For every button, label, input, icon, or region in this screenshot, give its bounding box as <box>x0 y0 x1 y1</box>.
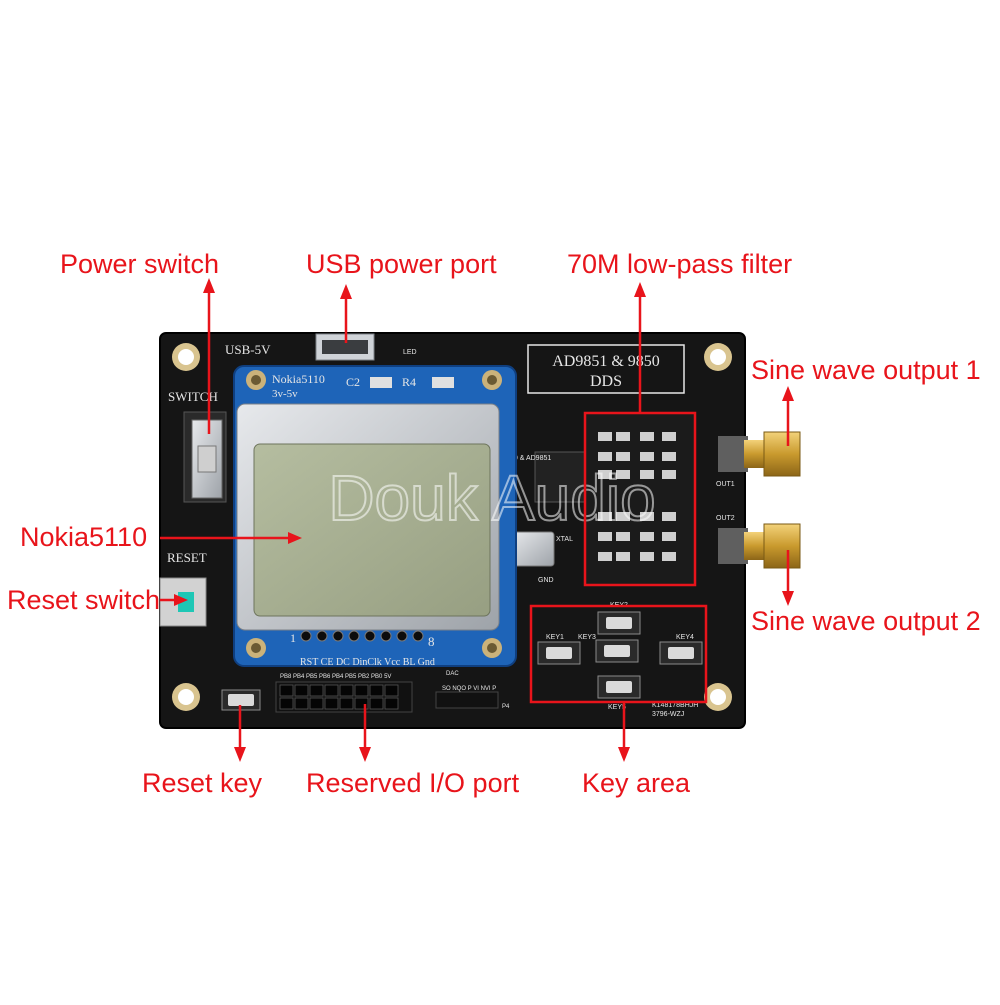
key-area-label: Key area <box>582 768 691 798</box>
reserved-io-header: PB8 PB4 PB5 PB6 PB4 PB5 PB2 PB0 5V SO NQ… <box>275 671 510 713</box>
mounting-holes <box>172 343 732 711</box>
lowpass-filter-box <box>583 411 697 587</box>
svg-text:AD9851 & 9850: AD9851 & 9850 <box>552 353 660 370</box>
nokia-lcd-module: Nokia5110 3v-5v C2 R4 1 8 RST CE DC DinC… <box>233 365 517 668</box>
sma-output-2: OUT2 <box>716 515 801 569</box>
svg-text:OUT2: OUT2 <box>716 515 735 522</box>
callout-arrows <box>160 278 794 762</box>
dds-chip: 50 & AD9851 <box>510 451 586 503</box>
svg-text:OUT1: OUT1 <box>716 481 735 488</box>
nokia5110-label: Nokia5110 <box>20 522 148 552</box>
reset-switch-label: Reset switch <box>7 585 161 615</box>
svg-text:SO NQO P VI NVI P: SO NQO P VI NVI P <box>442 686 496 692</box>
svg-text:8: 8 <box>428 634 435 649</box>
sma-output-1: OUT1 <box>716 431 801 488</box>
switch-silkscreen: SWITCH <box>168 389 218 404</box>
svg-text:DAC: DAC <box>446 671 459 677</box>
svg-text:DDS: DDS <box>590 373 622 390</box>
sine-output-1-label: Sine wave output 1 <box>751 355 981 385</box>
watermark: Douk Audio <box>328 462 655 534</box>
svg-text:R4: R4 <box>402 375 416 389</box>
key-area-box <box>529 604 708 704</box>
svg-text:PB8 PB4 PB5 PB6 PB4 PB5 PB2 PB: PB8 PB4 PB5 PB6 PB4 PB5 PB2 PB0 5V <box>280 674 391 680</box>
svg-text:P4: P4 <box>502 704 510 710</box>
svg-text:50 & AD9851: 50 & AD9851 <box>510 455 551 462</box>
power-switch-label: Power switch <box>60 249 220 279</box>
usb-silkscreen: USB-5V <box>225 342 271 357</box>
dds-title-box: AD9851 & 9850 DDS <box>527 344 685 394</box>
svg-text:KEY3: KEY3 <box>578 634 596 641</box>
svg-text:1: 1 <box>290 631 296 645</box>
lowpass-filter-area <box>584 414 694 584</box>
usb-power-port-label: USB power port <box>306 249 497 279</box>
svg-text:XTAL: XTAL <box>556 536 573 543</box>
svg-text:KEY1: KEY1 <box>546 634 564 641</box>
svg-text:3v-5v: 3v-5v <box>272 388 298 400</box>
reset-key-label: Reset key <box>142 768 263 798</box>
svg-text:C2: C2 <box>346 375 360 389</box>
svg-text:KEY5: KEY5 <box>608 704 626 711</box>
power-switch <box>183 411 227 503</box>
svg-text:Nokia5110: Nokia5110 <box>272 372 325 386</box>
led-silkscreen: LED <box>403 349 417 356</box>
svg-text:RST CE DC DinClk Vcc BL Gnd: RST CE DC DinClk Vcc BL Gnd <box>300 657 435 668</box>
reset-silkscreen: RESET <box>167 550 207 565</box>
reserved-io-label: Reserved I/O port <box>306 768 520 798</box>
svg-text:GND: GND <box>538 577 554 584</box>
svg-text:3796-WZJ: 3796-WZJ <box>652 711 684 718</box>
sine-output-2-label: Sine wave output 2 <box>751 606 981 636</box>
svg-text:KEY4: KEY4 <box>676 634 694 641</box>
lowpass-filter-label: 70M low-pass filter <box>567 249 793 279</box>
svg-text:K148178BHJH: K148178BHJH <box>652 702 698 709</box>
